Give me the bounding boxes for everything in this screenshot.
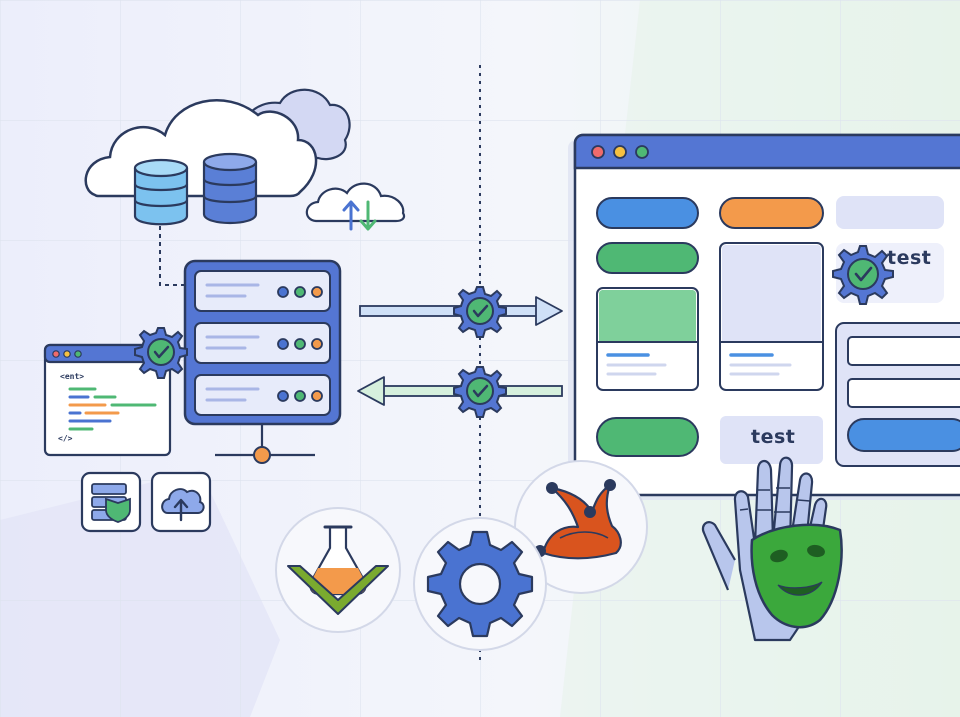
server-shield-icon [80, 471, 142, 533]
form-input-2 [847, 378, 960, 408]
gear-icon [426, 530, 534, 638]
gear-check-icon [134, 327, 188, 379]
db-connector [159, 226, 185, 286]
content-card [596, 287, 699, 391]
code-close-tag: </> [58, 434, 73, 443]
request-arrow [359, 296, 563, 326]
orange-pill-element [719, 197, 824, 229]
flask-chevron-logo [275, 507, 401, 633]
jester-hat-logo [514, 460, 648, 594]
cloud-upload-icon [150, 471, 212, 533]
gear-logo [413, 517, 547, 651]
test-label: test [751, 426, 796, 448]
drama-mask-logo [750, 523, 843, 629]
database-icon [133, 158, 189, 226]
code-editor-window [43, 343, 172, 457]
gear-check-icon [453, 286, 507, 338]
green-pill-element [596, 417, 699, 457]
server-rack-icon [183, 259, 342, 464]
code-open-tag: <ent> [60, 372, 85, 381]
blue-pill-element [596, 197, 699, 229]
lavender-block [836, 196, 944, 229]
cloud-sync-icon [305, 182, 406, 231]
test-label-box [720, 416, 823, 464]
gear-check-icon [832, 245, 894, 305]
form-input-1 [847, 336, 960, 366]
database-icon [202, 152, 258, 224]
green-pill-element [596, 242, 699, 274]
gear-check-icon [453, 366, 507, 418]
form-submit-pill [847, 418, 960, 452]
content-card [719, 242, 824, 391]
test-label: test [887, 247, 932, 269]
